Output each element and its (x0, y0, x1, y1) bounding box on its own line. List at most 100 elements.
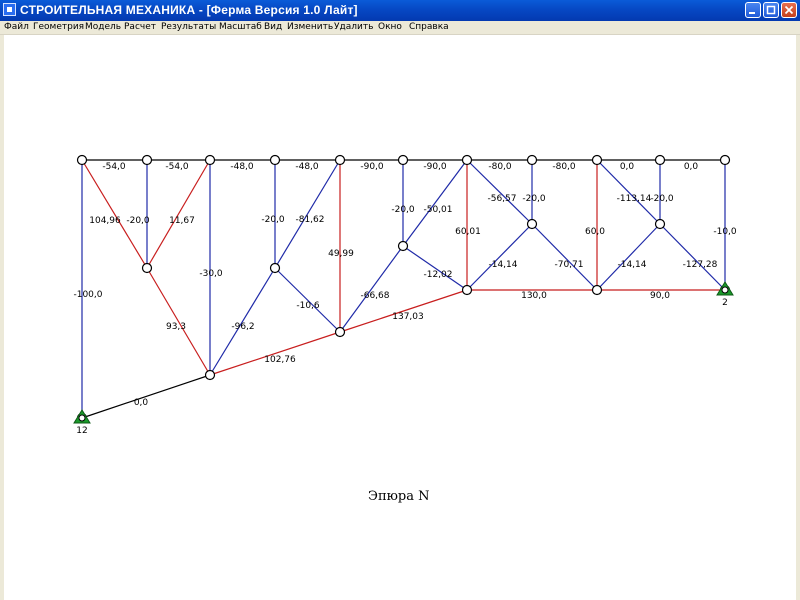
member-force-label: -14,14 (617, 260, 646, 270)
joint-node-t9[interactable] (591, 154, 603, 166)
member-force-label: -56,57 (487, 194, 516, 204)
menu-edit[interactable]: Изменить (287, 22, 334, 32)
member-force-label: 0,0 (620, 162, 635, 172)
member-force-label: 137,03 (392, 312, 424, 322)
truss-member-t7-m4[interactable] (466, 159, 533, 225)
member-force-label: -113,14 (617, 194, 652, 204)
joint-node-t8[interactable] (526, 154, 538, 166)
member-force-label: -12,02 (423, 270, 452, 280)
member-force-label: -54,0 (102, 162, 126, 172)
truss-member-t5-m2[interactable] (274, 159, 341, 269)
member-force-label: -20,0 (126, 216, 150, 226)
member-force-label: 130,0 (521, 291, 547, 301)
truss-member-t9-m5[interactable] (596, 159, 661, 225)
minimize-button[interactable] (745, 2, 761, 18)
member-force-label: 104,96 (89, 216, 121, 226)
joint-node-t5[interactable] (334, 154, 346, 166)
truss-member-b2-b3[interactable] (209, 331, 341, 376)
truss-member-t1-m1[interactable] (81, 159, 148, 269)
window-title: СТРОИТЕЛЬНАЯ МЕХАНИКА - [Ферма Версия 1.… (20, 3, 358, 17)
truss-member-m2-b3[interactable] (274, 267, 341, 333)
title-bar[interactable]: СТРОИТЕЛЬНАЯ МЕХАНИКА - [Ферма Версия 1.… (0, 0, 800, 21)
member-force-label: -70,71 (554, 260, 583, 270)
member-force-label: -90,0 (423, 162, 447, 172)
truss-member-b1-b2[interactable] (81, 374, 211, 419)
joint-node-m4[interactable] (526, 218, 538, 230)
truss-member-m1-b2[interactable] (146, 267, 211, 376)
support-node-number: 12 (76, 426, 87, 436)
truss-member-m4-r1[interactable] (466, 223, 533, 291)
maximize-icon (766, 5, 776, 15)
member-force-label: -80,0 (552, 162, 576, 172)
joint-node-m2[interactable] (269, 262, 281, 274)
app-icon[interactable] (3, 3, 16, 16)
diagram-caption: Эпюра N (368, 489, 430, 504)
joint-node-t6[interactable] (397, 154, 409, 166)
member-force-label: -80,0 (488, 162, 512, 172)
menu-help[interactable]: Справка (409, 22, 449, 32)
member-force-label: -100,0 (73, 290, 102, 300)
joint-node-m1[interactable] (141, 262, 153, 274)
truss-member-m2-b2[interactable] (209, 267, 276, 376)
member-force-label: 49,99 (328, 249, 354, 259)
joint-node-t10[interactable] (654, 154, 666, 166)
truss-member-m5-r2[interactable] (596, 223, 661, 291)
support-node-number: 2 (722, 298, 728, 308)
joint-node-r2[interactable] (591, 284, 603, 296)
truss-member-b3-r1[interactable] (339, 289, 468, 333)
member-force-label: 60,0 (585, 227, 605, 237)
joint-node-m3[interactable] (397, 240, 409, 252)
truss-member-m4-r2[interactable] (531, 223, 598, 291)
menu-window[interactable]: Окно (378, 22, 402, 32)
menu-scale[interactable]: Масштаб (219, 22, 262, 32)
member-force-label: 0,0 (684, 162, 699, 172)
member-force-label: -50,01 (423, 205, 452, 215)
member-force-label: 93,3 (166, 322, 186, 332)
member-force-label: 0,0 (134, 398, 149, 408)
joint-node-t2[interactable] (141, 154, 153, 166)
joint-node-t4[interactable] (269, 154, 281, 166)
member-force-label: -20,0 (391, 205, 415, 215)
menu-results[interactable]: Результаты (161, 22, 217, 32)
menu-bar: Файл Геометрия Модель Расчет Результаты … (0, 21, 800, 35)
truss-diagram[interactable]: 122 -54,0-54,0-48,0-48,0-90,0-90,0-80,0-… (0, 35, 800, 600)
menu-file[interactable]: Файл (4, 22, 29, 32)
truss-member-m5-r3[interactable] (659, 223, 726, 291)
joint-node-t1[interactable] (76, 154, 88, 166)
member-force-label: -54,0 (165, 162, 189, 172)
right-support: 2 (716, 281, 734, 308)
joint-node-r1[interactable] (461, 284, 473, 296)
close-icon (784, 5, 794, 15)
menu-geometry[interactable]: Геометрия (33, 22, 85, 32)
member-force-label: 11,67 (169, 216, 195, 226)
support-pin-node (721, 286, 729, 294)
minimize-icon (749, 12, 755, 14)
truss-member-t7-m3[interactable] (402, 159, 468, 247)
member-force-label: 90,0 (650, 291, 670, 301)
truss-member-m3-b3[interactable] (339, 245, 404, 333)
truss-member-m3-r1[interactable] (402, 245, 468, 291)
menu-view[interactable]: Вид (264, 22, 283, 32)
joint-node-t7[interactable] (461, 154, 473, 166)
joint-node-t3[interactable] (204, 154, 216, 166)
support-pin-node (78, 414, 86, 422)
truss-member-t3-m1[interactable] (146, 159, 211, 269)
member-force-label: -10,0 (713, 227, 737, 237)
member-force-label: -20,0 (261, 215, 285, 225)
member-force-label: -127,28 (683, 260, 718, 270)
member-force-label: -10,6 (296, 301, 320, 311)
member-force-label: -96,2 (231, 322, 254, 332)
member-force-label: -66,68 (360, 291, 389, 301)
left-support: 12 (73, 409, 91, 436)
member-force-label: -14,14 (488, 260, 517, 270)
close-button[interactable] (781, 2, 797, 18)
maximize-button[interactable] (763, 2, 779, 18)
menu-model[interactable]: Модель (85, 22, 122, 32)
menu-calculation[interactable]: Расчет (124, 22, 156, 32)
joint-node-b2[interactable] (204, 369, 216, 381)
menu-delete[interactable]: Удалить (334, 22, 374, 32)
joint-node-b3[interactable] (334, 326, 346, 338)
joint-node-t11[interactable] (719, 154, 731, 166)
joint-node-m5[interactable] (654, 218, 666, 230)
